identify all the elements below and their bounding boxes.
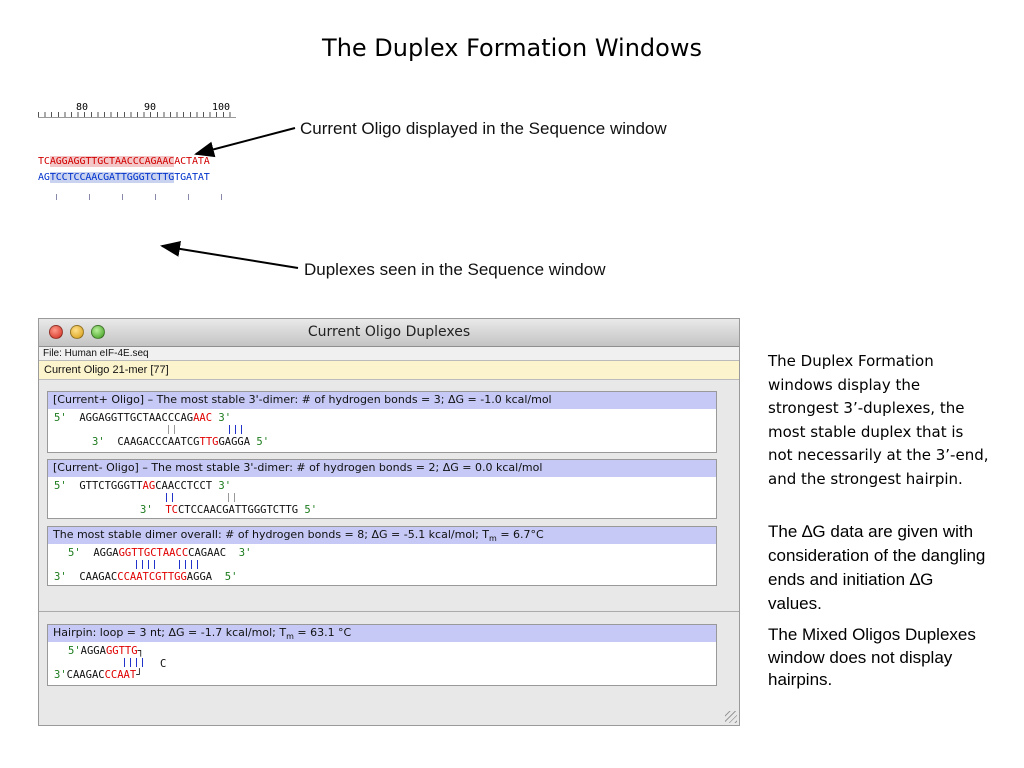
dimer-bottom-strand: 3' CAAGACCCAATCGTTGGAGGA 5' [92,436,270,448]
panel-hairpin: Hairpin: loop = 3 nt; ΔG = -1.7 kcal/mol… [47,624,717,686]
bond-line [124,658,125,667]
panel-header: The most stable dimer overall: # of hydr… [48,527,716,544]
bond-line [136,560,137,569]
close-button[interactable] [49,325,63,339]
callout-duplexes: Duplexes seen in the Sequence window [304,260,606,279]
bond-line [130,658,131,667]
sequence-window-snippet: 80 90 100 TCAGGAGGTTGCTAACCCAGAACACTATA … [38,98,236,270]
dimer-top-strand: 5' AGGAGGTTGCTAACCCAGAAC 3' [54,412,232,424]
ruler-label: 80 [76,102,89,113]
bond-line [154,560,155,569]
panel-header: Hairpin: loop = 3 nt; ΔG = -1.7 kcal/mol… [48,625,716,642]
dimer-top-strand: 5' AGGAGGTTGCTAACCCAGAAC 3' [68,547,252,559]
bond-line [136,658,137,667]
hairpin-bottom-strand: 3'CAAGACCCAAT┘ [54,669,143,681]
ruler-label: 100 [212,102,231,113]
oligo-header: Current Oligo 21-mer [77] [39,361,739,380]
panel-header: [Current- Oligo] – The most stable 3'-di… [48,460,716,477]
bond-line [148,560,149,569]
side-text-paragraph-2: The ∆G data are given with consideration… [768,522,986,613]
dimer-bottom-strand: 3' CAAGACCCAATCGTTGGAGGA 5' [54,571,238,583]
bond-line [142,560,143,569]
minimize-button[interactable] [70,325,84,339]
hairpin-top-strand: 5'AGGAGGTTG┐ [68,645,144,657]
callout-oligo: Current Oligo displayed in the Sequence … [300,119,667,138]
bond-line [185,560,186,569]
bond-line [168,425,169,434]
sequence-top-strand[interactable]: TCAGGAGGTTGCTAACCCAGAACACTATA [38,156,210,167]
dimer-bottom-strand: 3' TCCTCCAACGATTGGGTCTTG 5' [140,504,318,516]
bond-line [235,425,236,434]
panel-current-minus-dimer: [Current- Oligo] – The most stable 3'-di… [47,459,717,519]
arrow-oligo [194,127,296,158]
side-text-paragraph-1: The Duplex Formation windows display the… [768,352,989,488]
bond-line [197,560,198,569]
bond-line [166,493,167,502]
arrow-duplexes [160,240,299,269]
bond-line [228,493,229,502]
side-text-paragraph-3: The Mixed Oligos Duplexes window does no… [768,625,976,689]
window-titlebar[interactable]: Current Oligo Duplexes [39,319,739,347]
hairpin-loop: C [160,658,167,670]
seq-text: ACTATA [174,156,210,167]
seq-text: TGATAT [174,172,210,183]
dimer-top-strand: 5' GTTCTGGGTTAGCAACCTCCT 3' [54,480,232,492]
current-oligo-highlight: AGGAGGTTGCTAACCCAGAAC [49,156,175,167]
slide-title: The Duplex Formation Windows [322,34,702,62]
bond-line [241,425,242,434]
current-oligo-highlight: TCCTCCAACGATTGGGTCTTG [49,172,175,183]
panel-separator [39,611,739,612]
bond-line [174,425,175,434]
zoom-button[interactable] [91,325,105,339]
window-title: Current Oligo Duplexes [307,324,471,340]
bond-line [229,425,230,434]
seq-text: AG [38,172,50,183]
ruler-ticks [38,112,236,117]
dot-row [38,194,236,200]
sequence-bottom-strand[interactable]: AGTCCTCCAACGATTGGGTCTTGTGATAT [38,172,210,183]
bond-line [234,493,235,502]
file-label: File: Human eIF-4E.seq [39,347,739,361]
panel-header: [Current+ Oligo] – The most stable 3'-di… [48,392,716,409]
bond-line [191,560,192,569]
panel-most-stable-dimer: The most stable dimer overall: # of hydr… [47,526,717,586]
bond-line [142,658,143,667]
bond-line [172,493,173,502]
resize-grip[interactable] [725,711,737,723]
sequence-ruler: 80 90 100 [38,100,236,118]
panel-current-plus-dimer: [Current+ Oligo] – The most stable 3'-di… [47,391,717,453]
seq-text: TC [38,156,50,167]
bond-line [179,560,180,569]
current-oligo-duplexes-window: Current Oligo Duplexes File: Human eIF-4… [38,318,740,726]
ruler-label: 90 [144,102,157,113]
